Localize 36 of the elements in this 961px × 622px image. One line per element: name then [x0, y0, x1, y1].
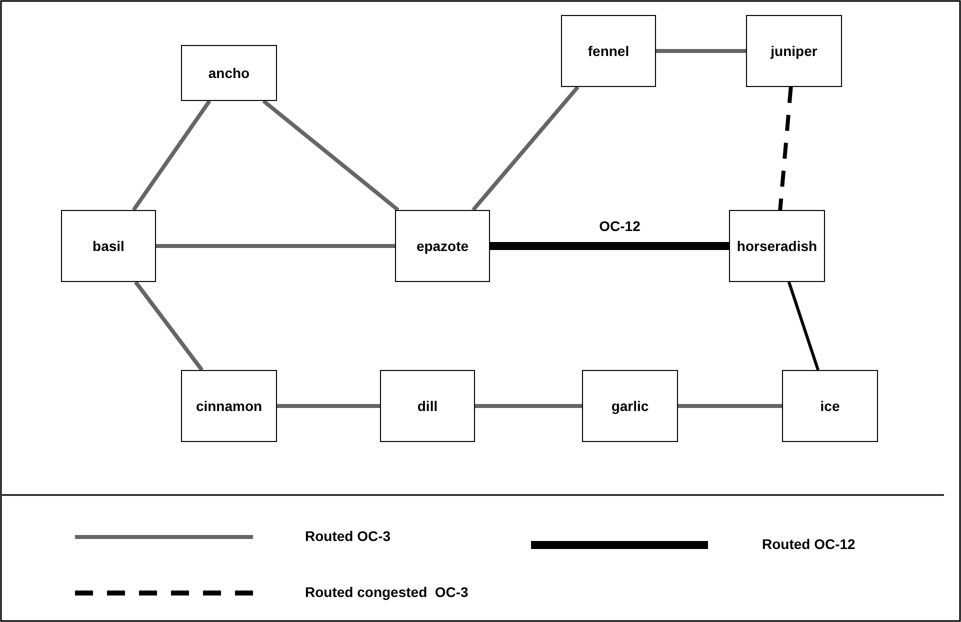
node-box — [729, 210, 825, 282]
node-box — [782, 370, 878, 442]
dashed-link-line — [778, 86, 793, 210]
link-line — [490, 242, 729, 250]
link-line — [788, 282, 820, 370]
node-label: fennel — [588, 43, 630, 59]
node-box — [61, 210, 156, 282]
node-label: ice — [820, 398, 840, 414]
link-line — [475, 404, 582, 408]
node-label: epazote — [416, 238, 469, 254]
link-line — [132, 100, 212, 212]
legend-label: Routed OC-3 — [305, 528, 391, 544]
link-line — [472, 86, 580, 212]
node-label: garlic — [611, 398, 649, 414]
node-box — [582, 370, 678, 442]
link-line — [262, 99, 400, 212]
node-box — [746, 15, 842, 87]
node-label: basil — [92, 238, 124, 254]
legend-label: Routed OC-12 — [762, 536, 856, 552]
node-label: cinnamon — [196, 398, 262, 414]
link-line — [678, 404, 782, 408]
node-box — [395, 210, 490, 282]
link-line — [656, 49, 746, 53]
node-box — [181, 45, 277, 101]
link-line — [156, 244, 395, 248]
node-box — [380, 370, 475, 442]
link-line — [277, 404, 380, 408]
node-label: horseradish — [736, 238, 818, 254]
link-line — [134, 280, 204, 372]
node-label: juniper — [770, 43, 818, 59]
node-label: ancho — [208, 65, 250, 81]
node-label: dill — [417, 398, 438, 414]
node-box — [561, 15, 656, 87]
edge-label: OC-12 — [597, 218, 642, 234]
legend-label: Routed congested OC-3 — [305, 584, 468, 600]
node-box — [181, 370, 277, 442]
